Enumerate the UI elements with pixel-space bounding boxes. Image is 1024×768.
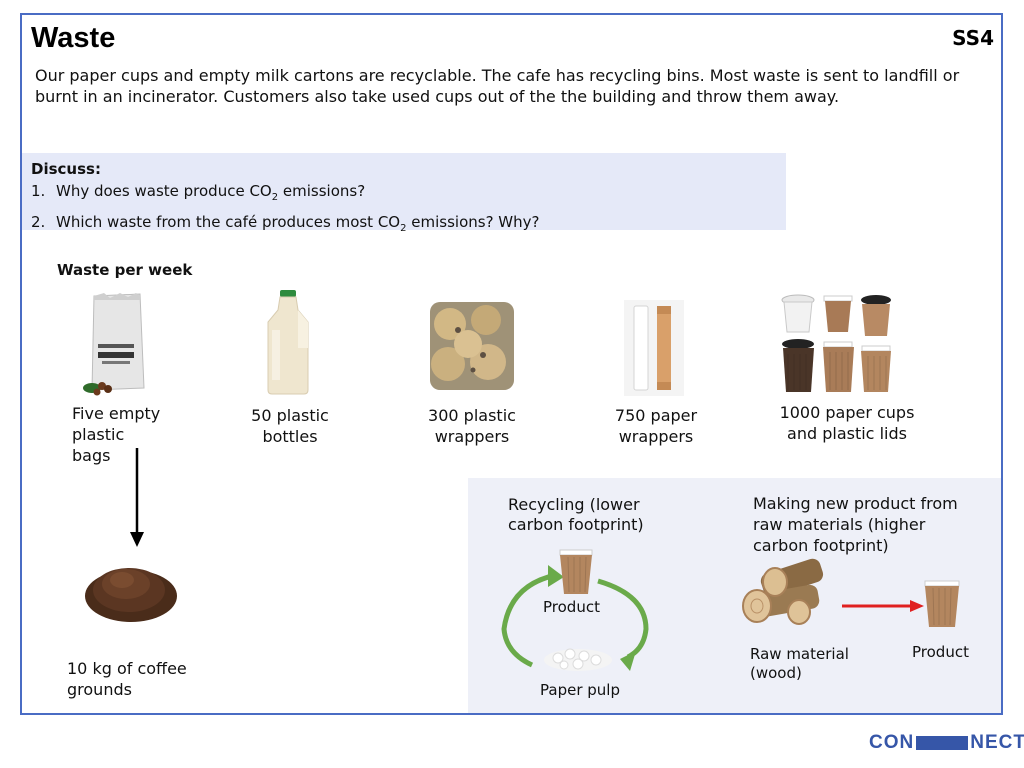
plastic-wrapper-icon bbox=[430, 302, 514, 390]
waste-item-label-paper-wrappers: 750 paper wrappers bbox=[614, 406, 698, 446]
waste-section-title: Waste per week bbox=[57, 261, 193, 279]
waste-item-label-bags: Five empty plastic bags bbox=[72, 404, 161, 465]
discuss-question-2: 2. Which waste from the café produces mo… bbox=[31, 213, 540, 234]
paper-wrapper-icon bbox=[624, 300, 684, 396]
recycling-title: Recycling (lower carbon footprint) bbox=[508, 495, 644, 534]
new-product-cup-icon bbox=[924, 580, 960, 627]
slide-frame bbox=[20, 13, 1003, 715]
paper-cups-icon bbox=[781, 294, 891, 392]
discuss-heading: Discuss: bbox=[31, 160, 101, 178]
recycling-cycle-diagram bbox=[501, 565, 649, 671]
coffee-grounds-label: 10 kg of coffee grounds bbox=[67, 659, 187, 699]
intro-text: Our paper cups and empty milk cartons ar… bbox=[35, 66, 960, 106]
page-title: Waste bbox=[31, 22, 116, 54]
raw-material-label: Raw material (wood) bbox=[750, 645, 849, 682]
raw-product-label: Product bbox=[912, 643, 969, 661]
waste-item-label-bottles: 50 plastic bottles bbox=[251, 406, 329, 446]
red-arrow-icon bbox=[842, 600, 924, 612]
milk-bottle-icon bbox=[267, 290, 309, 395]
slide-code: SS4 bbox=[952, 26, 994, 50]
recycled-product-cup-icon bbox=[559, 549, 593, 594]
waste-item-label-cups: 1000 paper cups and plastic lids bbox=[779, 403, 915, 443]
discuss-box: Discuss: 1. Why does waste produce CO2 e… bbox=[22, 153, 786, 234]
wood-logs-icon bbox=[742, 558, 824, 625]
paper-pulp-icon bbox=[544, 648, 612, 671]
paper-pulp-label: Paper pulp bbox=[540, 681, 620, 699]
coffee-bag-icon bbox=[83, 293, 145, 396]
recycling-product-label: Product bbox=[543, 598, 600, 616]
waste-item-label-plastic-wrappers: 300 plastic wrappers bbox=[428, 406, 516, 446]
lifecycle-panel bbox=[468, 478, 1001, 713]
discuss-question-1: 1. Why does waste produce CO2 emissions? bbox=[31, 182, 366, 203]
down-arrow-icon bbox=[130, 448, 144, 547]
coffee-grounds-icon bbox=[85, 568, 177, 622]
raw-material-title: Making new product from raw materials (h… bbox=[753, 494, 958, 555]
